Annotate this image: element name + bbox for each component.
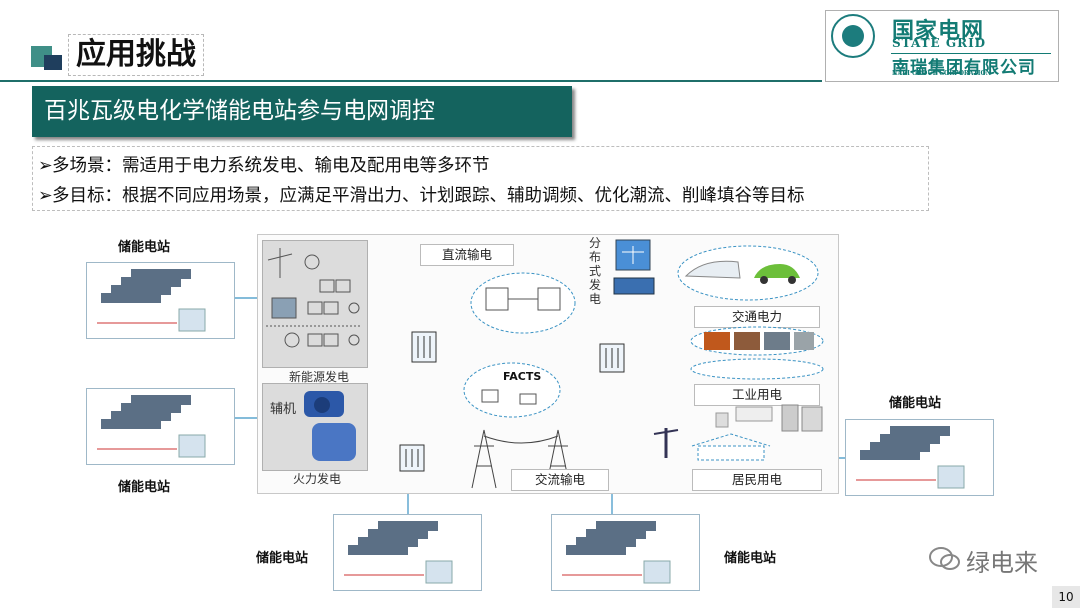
watermark-text: 绿电来 — [966, 543, 1038, 578]
transformer-icon — [398, 443, 426, 473]
traffic-label: 交通电力 — [694, 306, 820, 328]
battery-container-icon — [552, 515, 699, 590]
facts-cloud — [462, 360, 562, 420]
storage-station — [86, 388, 235, 465]
distributed-label: 分布式发电 — [589, 236, 603, 306]
residential-schematic — [686, 430, 776, 462]
wechat-icon — [928, 545, 962, 573]
page-number: 10 — [1052, 586, 1080, 608]
dc-converter-cloud — [468, 268, 578, 338]
facts-label: FACTS — [503, 370, 541, 383]
storage-station-label: 储能电站 — [724, 547, 776, 566]
industrial-device-row — [690, 358, 824, 380]
storage-station-label: 储能电站 — [118, 236, 170, 255]
dc-transmission-label: 直流输电 — [420, 244, 514, 266]
storage-station-label: 储能电站 — [256, 547, 308, 566]
storage-station — [845, 419, 994, 496]
new-energy-schematic — [262, 240, 366, 366]
pole-icon — [650, 424, 682, 460]
traffic-images — [690, 326, 824, 356]
distributed-generation-icon — [612, 238, 656, 300]
generator-icon — [262, 383, 366, 469]
battery-container-icon — [87, 263, 234, 338]
storage-station — [333, 514, 482, 591]
storage-station — [551, 514, 700, 591]
ac-transmission-label: 交流输电 — [511, 469, 609, 491]
appliance-icons — [710, 403, 826, 433]
thermal-label: 火力发电 — [293, 470, 341, 487]
battery-container-icon — [87, 389, 234, 464]
transport-cloud — [676, 244, 820, 302]
transformer-icon — [598, 342, 626, 374]
battery-container-icon — [334, 515, 481, 590]
storage-station-label: 储能电站 — [118, 476, 170, 495]
storage-station — [86, 262, 235, 339]
storage-station-label: 储能电站 — [889, 392, 941, 411]
battery-container-icon — [846, 420, 993, 495]
residential-label: 居民用电 — [692, 469, 822, 491]
transformer-icon — [410, 330, 438, 364]
